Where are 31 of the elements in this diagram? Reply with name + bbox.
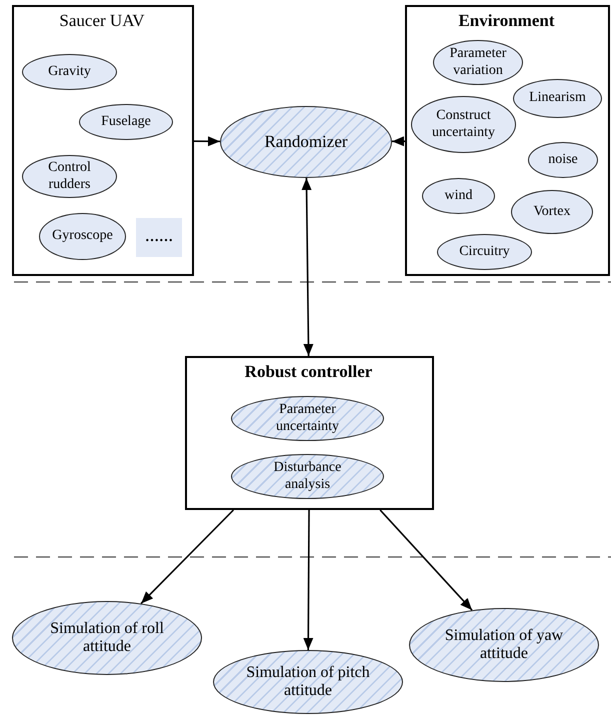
node-label: Circuitry (459, 244, 510, 260)
node-label: Parameter variation (448, 46, 508, 79)
box-title: Environment (457, 11, 556, 31)
node-label: Disturbance analysis (272, 460, 342, 493)
node-label: noise (548, 152, 578, 168)
node-label: Gravity (48, 64, 91, 80)
box-title: Robust controller (244, 362, 374, 382)
box-title: Saucer UAV (58, 11, 146, 31)
arrow (194, 136, 220, 146)
group-box (185, 356, 434, 510)
node-label: Simulation of roll attitude (49, 620, 165, 656)
arrow (303, 510, 314, 650)
ellipsis-box: …… (136, 218, 182, 257)
ellipse-node (513, 79, 602, 118)
arrow (140, 509, 234, 604)
group-box (405, 5, 610, 276)
node-label: Vortex (533, 204, 571, 220)
node-label: wind (444, 188, 472, 204)
node-label: Control rudders (47, 160, 92, 193)
node-label: Parameter uncertainty (275, 402, 340, 435)
arrow (380, 509, 473, 611)
node-label: Fuselage (101, 114, 151, 130)
node-label: Linearism (529, 90, 586, 107)
node-label: Gyroscope (52, 228, 113, 245)
group-box (12, 5, 194, 276)
node-label: Construct uncertainty (431, 108, 496, 141)
arrow (392, 136, 405, 146)
node-label: Simulation of pitch attitude (245, 664, 371, 700)
node-label: Randomizer (264, 132, 348, 152)
node-label: Simulation of yaw attitude (444, 626, 564, 664)
arrow (302, 178, 314, 356)
